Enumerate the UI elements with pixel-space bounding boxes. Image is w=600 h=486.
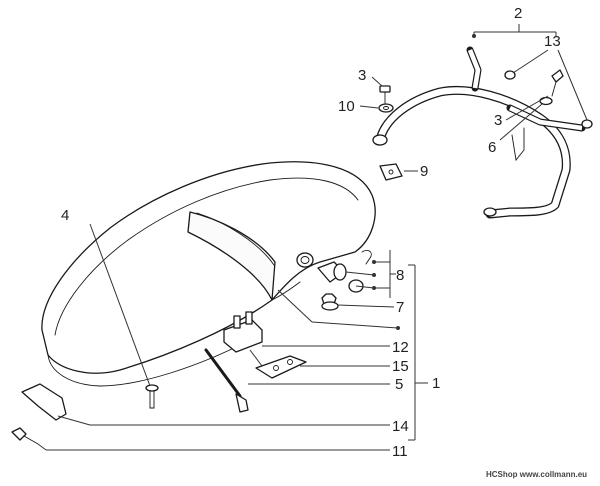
bolt-3-left (379, 85, 391, 104)
callout-14: 14 (392, 418, 409, 435)
callout-11: 11 (392, 443, 408, 460)
grommet-13-left (504, 70, 516, 80)
callout-5: 5 (395, 376, 403, 393)
callout-8: 8 (396, 267, 404, 284)
cable-tie-5 (204, 348, 249, 413)
grab-rail-drawing (372, 46, 586, 219)
leader-lines (37, 24, 588, 451)
callout-10: 10 (338, 98, 355, 115)
callout-2: 2 (514, 5, 522, 22)
watermark-site: www.collmann.eu (519, 470, 588, 479)
hinge-12 (223, 311, 263, 353)
callout-1: 1 (432, 375, 440, 392)
callout-12: 12 (392, 339, 409, 356)
screw-4 (145, 384, 159, 409)
washer-10 (378, 103, 394, 113)
callout-4: 4 (61, 207, 69, 224)
plate-15 (255, 355, 307, 379)
callout-13: 13 (544, 33, 561, 50)
callout-6: 6 (488, 139, 496, 156)
buffer-7 (321, 293, 339, 311)
grommet-13-right (581, 119, 593, 129)
site-watermark: HCShop www.collmann.eu (486, 470, 587, 479)
callout-9: 9 (420, 163, 428, 180)
bolt-3-right (539, 69, 564, 106)
callout-3-left: 3 (358, 67, 366, 84)
callout-15: 15 (392, 358, 409, 375)
cover-14 (21, 383, 67, 421)
clip-nut-9 (379, 163, 403, 181)
callout-3-right: 3 (494, 112, 502, 129)
callout-7: 7 (396, 299, 404, 316)
watermark-brand: HCShop (486, 470, 518, 479)
screw-11 (11, 427, 39, 445)
